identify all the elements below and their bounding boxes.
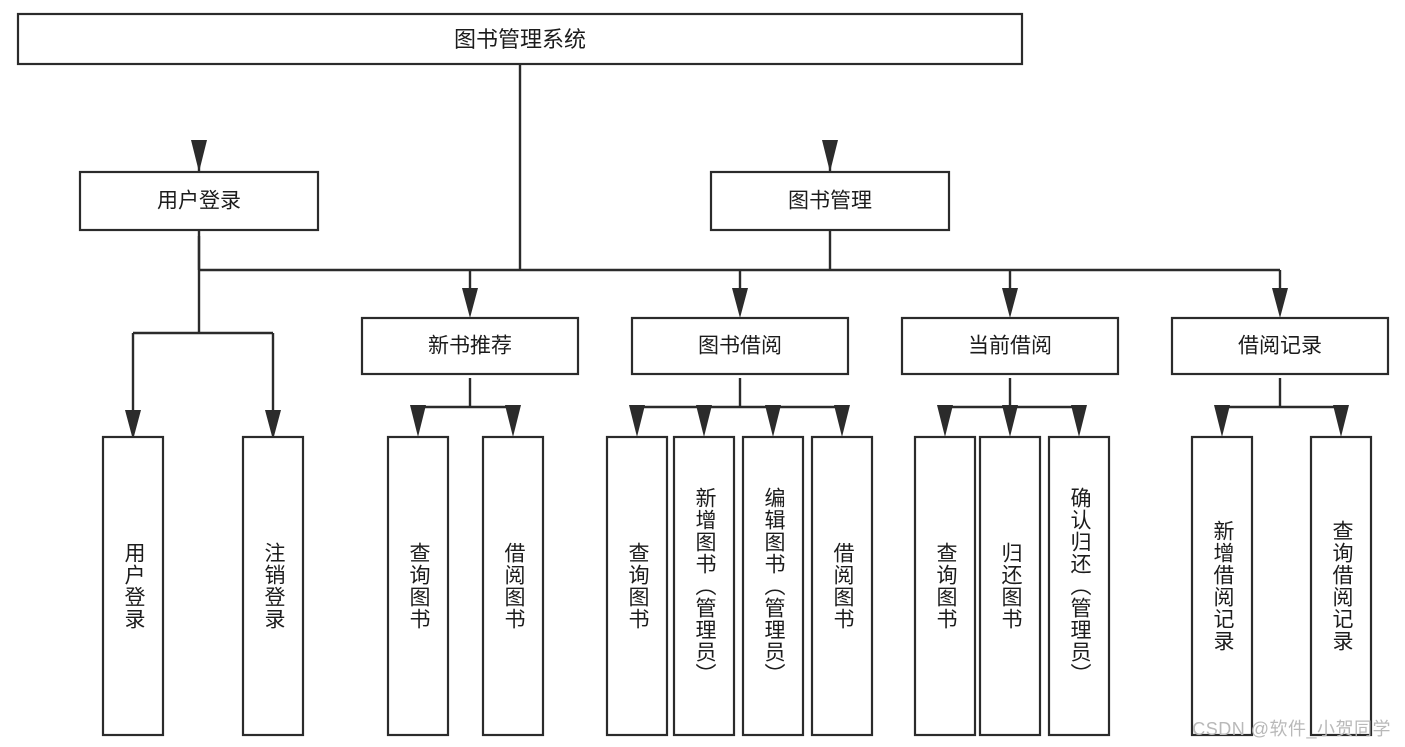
node-current-borrow[interactable]: 当前借阅 [900, 316, 1120, 376]
leaf-box-logout[interactable] [241, 435, 305, 737]
node-user-login[interactable]: 用户登录 [78, 170, 320, 232]
book-management-label: 图书管理 [788, 190, 872, 213]
leaf-box-borrow-edit[interactable] [741, 435, 805, 737]
leaf-box-newbook-query[interactable] [386, 435, 450, 737]
user-login-label: 用户登录 [157, 190, 241, 213]
root-label: 图书管理系统 [454, 27, 586, 52]
leaf-box-user-login[interactable] [101, 435, 165, 737]
arrowhead-newbook-borrow [505, 405, 521, 437]
arrowhead-borrow [732, 288, 748, 318]
current-borrow-box[interactable] [900, 316, 1120, 376]
leaf-box-borrow-add[interactable] [672, 435, 736, 737]
leaf-box-borrow-query[interactable] [605, 435, 669, 737]
arrowhead-borrow-lend [834, 405, 850, 437]
arrowhead-borrow-add [696, 405, 712, 437]
new-book-recommend-label: 新书推荐 [428, 335, 512, 358]
new-book-recommend-box[interactable] [360, 316, 580, 376]
node-new-book-recommend[interactable]: 新书推荐 [360, 316, 580, 376]
arrowhead-current-confirm [1071, 405, 1087, 437]
leaf-box-record-query[interactable] [1309, 435, 1373, 737]
book-borrow-box[interactable] [630, 316, 850, 376]
leaf-box-current-confirm[interactable] [1047, 435, 1111, 737]
root-box[interactable] [16, 12, 1024, 66]
arrowhead-borrow-query [629, 405, 645, 437]
arrowhead-user-login [191, 140, 207, 172]
arrowhead-record-add [1214, 405, 1230, 437]
arrowhead-leaf-user-login [125, 410, 141, 440]
arrowhead-new-book [462, 288, 478, 318]
arrowhead-record [1272, 288, 1288, 318]
node-book-borrow[interactable]: 图书借阅 [630, 316, 850, 376]
node-root-system[interactable]: 图书管理系统 [16, 12, 1024, 66]
arrowhead-current [1002, 288, 1018, 318]
arrowhead-leaf-logout [265, 410, 281, 440]
watermark-text: CSDN @软件_小贺同学 [1192, 719, 1391, 739]
leaf-boxes-layer [101, 435, 1373, 737]
arrowhead-book-manage [822, 140, 838, 172]
current-borrow-label: 当前借阅 [968, 335, 1052, 358]
leaf-box-newbook-borrow[interactable] [481, 435, 545, 737]
book-borrow-label: 图书借阅 [698, 335, 782, 358]
leaf-box-borrow-lend[interactable] [810, 435, 874, 737]
book-management-box[interactable] [709, 170, 951, 232]
borrow-record-label: 借阅记录 [1238, 335, 1322, 358]
arrowhead-record-query [1333, 405, 1349, 437]
user-login-box[interactable] [78, 170, 320, 232]
borrow-record-box[interactable] [1170, 316, 1390, 376]
arrowhead-current-query [937, 405, 953, 437]
arrowhead-borrow-edit [765, 405, 781, 437]
arrowhead-current-return [1002, 405, 1018, 437]
leaf-box-record-add[interactable] [1190, 435, 1254, 737]
leaf-box-current-return[interactable] [978, 435, 1042, 737]
node-book-management[interactable]: 图书管理 [709, 170, 951, 232]
leaf-box-current-query[interactable] [913, 435, 977, 737]
arrowhead-newbook-query [410, 405, 426, 437]
connectors-layer [125, 64, 1349, 440]
node-borrow-record[interactable]: 借阅记录 [1170, 316, 1390, 376]
